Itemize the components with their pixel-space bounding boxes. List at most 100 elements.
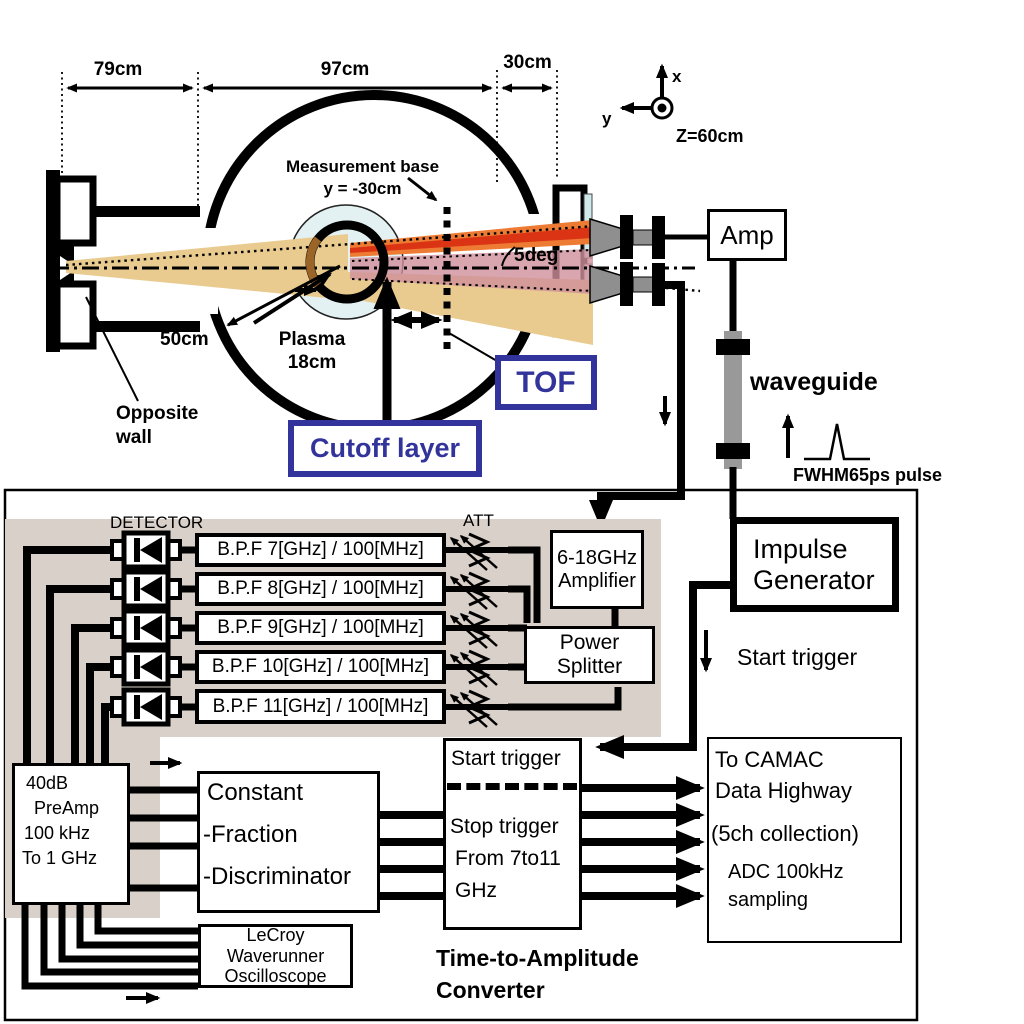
detector-diode-icon	[110, 530, 196, 570]
start-trigger-label: Start trigger	[737, 644, 858, 670]
detector-diode-icon	[110, 569, 196, 609]
attenuator-icon	[449, 689, 498, 728]
camac-label-4: ADC 100kHz	[728, 861, 844, 883]
tac-box	[443, 738, 582, 930]
waveguide-assembly	[716, 259, 750, 519]
start-trigger-wire	[595, 581, 730, 759]
cutoff-layer-label: Cutoff layer	[309, 433, 461, 463]
beam-red-stripe	[350, 227, 593, 253]
plasma-label-2: 18cm	[287, 352, 337, 373]
attenuator-icon	[449, 649, 498, 688]
camac-label-3: (5ch collection)	[711, 821, 859, 846]
bpf-box-10ghz: B.P.F 10[GHz] / 100[MHz]	[195, 650, 446, 684]
dim-30cm-label: 30cm	[503, 52, 552, 73]
bpf-box-8ghz: B.P.F 8[GHz] / 100[MHz]	[195, 572, 446, 606]
oscilloscope-box: LeCroy Waverunner Oscilloscope	[198, 924, 353, 988]
bpf-label: B.P.F 10[GHz] / 100[MHz]	[211, 656, 430, 677]
amplifier-6-18ghz-box: 6-18GHz Amplifier	[550, 530, 644, 609]
detector-label: DETECTOR	[110, 513, 204, 532]
bpf-label: B.P.F 9[GHz] / 100[MHz]	[217, 617, 424, 638]
splitter-label-2: Splitter	[556, 655, 623, 678]
splitter-label-1: Power	[559, 631, 620, 654]
bpf-box-11ghz: B.P.F 11[GHz] / 100[MHz]	[195, 689, 446, 724]
receive-cable	[589, 281, 685, 529]
tac-stop-label-2: From 7to11	[455, 847, 561, 870]
opposite-wall-pointer	[85, 296, 139, 402]
splitter-wires	[508, 546, 622, 711]
tac-caption-2: Converter	[436, 977, 545, 1003]
camac-label-1: To CAMAC	[715, 747, 824, 772]
horn-antenna-top	[589, 215, 707, 259]
attenuator-icon	[449, 610, 498, 649]
oscilloscope-label-2: Waverunner	[226, 945, 325, 966]
signal-wires	[21, 757, 705, 1004]
cutoff-layer-box: Cutoff layer	[288, 420, 482, 477]
plasma-label-1: Plasma	[278, 329, 346, 350]
cfd-label-1: Constant	[207, 779, 304, 806]
tac-start-dotted-wire	[447, 783, 577, 790]
attenuator-icon	[449, 532, 498, 571]
attenuator-icon	[449, 571, 498, 610]
five-deg-label: 5deg	[514, 245, 559, 266]
dim-50cm-label: 50cm	[160, 329, 209, 350]
tof-box: TOF	[495, 355, 597, 410]
preamp-label-1: 40dB	[26, 773, 69, 793]
amplifier-label-2: Amplifier	[558, 569, 636, 592]
plasma-ring	[305, 220, 389, 304]
preamp-label-4: To 1 GHz	[22, 848, 98, 868]
cfd-label-3: -Discriminator	[203, 863, 352, 890]
fwhm-pulse-label: FWHM65ps pulse	[793, 465, 943, 485]
bpf-label: B.P.F 11[GHz] / 100[MHz]	[212, 695, 429, 717]
waveguide-label: waveguide	[750, 368, 878, 396]
axis-y-label: y	[602, 109, 612, 128]
opposite-wall-structure	[46, 170, 97, 352]
amp-box: Amp	[707, 209, 787, 261]
coordinate-axes-icon	[619, 63, 674, 120]
amp-label: Amp	[720, 219, 774, 250]
cfd-label-2: -Fraction	[203, 821, 298, 848]
bpf-box-7ghz: B.P.F 7[GHz] / 100[MHz]	[195, 533, 446, 567]
bpf-box-9ghz: B.P.F 9[GHz] / 100[MHz]	[195, 611, 446, 645]
impulse-label-2: Generator	[753, 564, 875, 595]
plasma-pointers	[226, 264, 341, 327]
detector-diode-icon	[110, 687, 196, 727]
dimension-guides	[61, 70, 558, 248]
measurement-base	[390, 176, 451, 352]
attenuators	[446, 532, 508, 728]
preamp-box	[12, 763, 130, 905]
oscilloscope-label-3: Oscilloscope	[224, 966, 327, 987]
measurement-base-label-1: Measurement base	[285, 157, 440, 176]
impulse-generator-box: Impulse Generator	[730, 517, 899, 612]
tac-stop-label-1: Stop trigger	[450, 815, 559, 838]
impulse-label-1: Impulse	[753, 533, 848, 564]
camac-label-2: Data Highway	[715, 778, 852, 803]
pulse-waveform-icon	[804, 423, 870, 461]
att-label: ATT	[463, 511, 494, 530]
detector-diode-icon	[110, 647, 196, 687]
tac-caption-1: Time-to-Amplitude	[436, 945, 639, 971]
tac-stop-label-3: GHz	[455, 879, 497, 902]
beam-tan-right	[348, 272, 593, 345]
power-splitter-box: Power Splitter	[524, 626, 655, 684]
cutoff-arc	[305, 236, 322, 288]
bpf-label: B.P.F 7[GHz] / 100[MHz]	[217, 539, 424, 560]
measurement-base-label-2: y = -30cm	[323, 179, 402, 198]
opposite-wall-label-2: wall	[116, 427, 152, 448]
tac-start-label: Start trigger	[451, 747, 561, 770]
detector-diodes	[110, 530, 196, 727]
axis-z-label: Z=60cm	[676, 126, 744, 146]
bpf-label: B.P.F 8[GHz] / 100[MHz]	[217, 578, 424, 599]
cfd-box	[197, 771, 380, 913]
camac-box	[707, 737, 902, 943]
detector-bus-wires	[23, 546, 112, 766]
tof-label: TOF	[516, 365, 576, 399]
opposite-wall-label-1: Opposite	[116, 403, 199, 424]
dim-97cm-label: 97cm	[320, 59, 370, 80]
horn-antenna-bottom	[589, 262, 665, 306]
oscilloscope-label-1: LeCroy	[246, 924, 305, 945]
dim-79cm-label: 79cm	[93, 59, 143, 80]
preamp-label-3: 100 kHz	[24, 823, 91, 843]
camac-label-5: sampling	[728, 889, 809, 911]
tof-pointer	[448, 332, 498, 362]
